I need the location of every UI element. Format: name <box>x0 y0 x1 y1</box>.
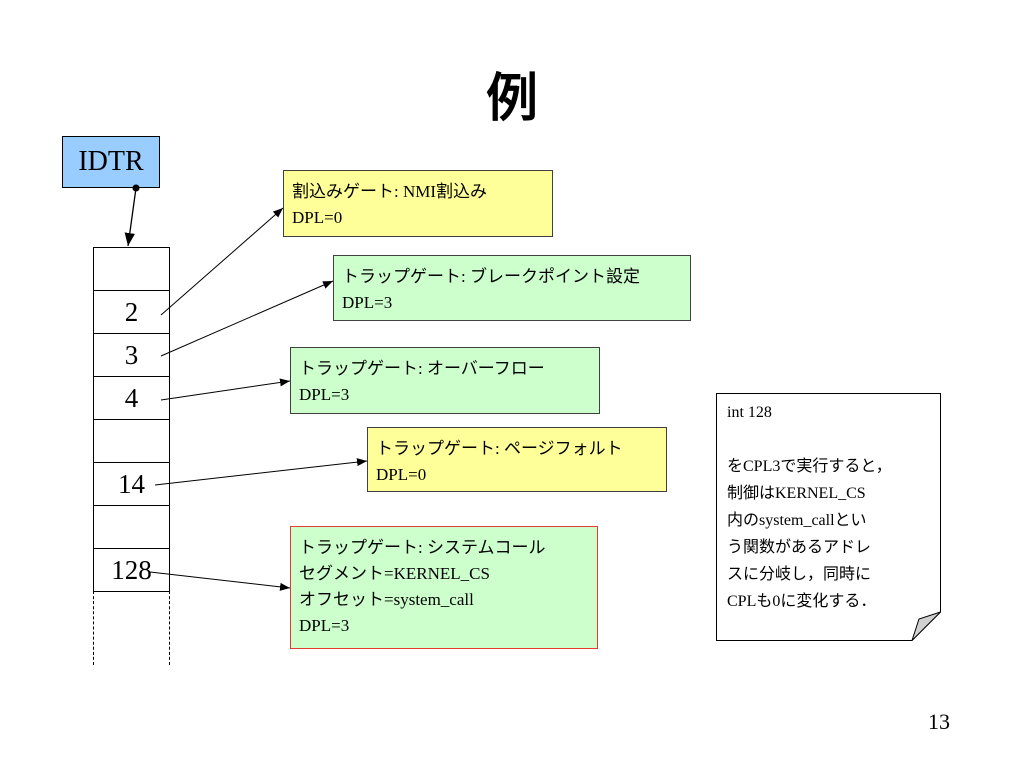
idt-table-continuation-right <box>169 591 170 665</box>
idt-entry-row: 128 <box>94 549 169 592</box>
idt-entry-row: 14 <box>94 463 169 506</box>
note-line: 内のsystem_callとい <box>727 512 867 529</box>
entry-3-to-breakpoint-gate-arrow <box>160 280 334 357</box>
gate-dpl-label: DPL=3 <box>299 616 350 635</box>
note-line: CPLも0に変化する． <box>727 593 877 610</box>
gate-type-label: トラップゲート: システムコール <box>299 538 546 557</box>
idt-entry-row <box>94 506 169 549</box>
idt-entry-row: 4 <box>94 377 169 420</box>
idtr-to-idt-arrow <box>124 187 137 247</box>
entry-2-to-nmi-gate-arrow <box>160 207 284 316</box>
idtr-register-box: IDTR <box>62 136 160 188</box>
gate-type-label: トラップゲート: ブレークポイント設定 <box>342 267 640 286</box>
explanation-note: int 128 をCPL3で実行すると， 制御はKERNEL_CS 内のsyst… <box>716 393 942 642</box>
entry-4-to-overflow-gate-arrow <box>160 378 291 401</box>
idt-entry-row <box>94 248 169 291</box>
note-line: をCPL3で実行すると， <box>727 458 892 475</box>
entry-14-to-page-fault-gate-arrow <box>154 458 368 486</box>
gate-dpl-label: DPL=0 <box>376 465 427 484</box>
gate-box-system-call: トラップゲート: システムコール セグメント=KERNEL_CS オフセット=s… <box>290 526 598 649</box>
gate-box-page-fault: トラップゲート: ページフォルト DPL=0 <box>367 427 667 492</box>
note-line: う関数があるアドレ <box>727 539 872 556</box>
gate-box-breakpoint: トラップゲート: ブレークポイント設定 DPL=3 <box>333 255 691 321</box>
note-folded-corner <box>911 611 941 641</box>
gate-box-overflow: トラップゲート: オーバーフロー DPL=3 <box>290 347 600 414</box>
gate-offset-label: オフセット=system_call <box>299 590 474 609</box>
idt-entry-row <box>94 420 169 463</box>
note-text: をCPL3で実行すると， 制御はKERNEL_CS 内のsystem_callと… <box>727 453 892 615</box>
note-shape <box>716 393 941 641</box>
idt-entry-row: 2 <box>94 291 169 334</box>
idt-table-continuation-left <box>93 591 94 665</box>
idt-entry-row: 3 <box>94 334 169 377</box>
gate-type-label: トラップゲート: オーバーフロー <box>299 359 545 378</box>
entry-128-to-system-call-gate-arrow <box>149 571 291 591</box>
gate-dpl-label: DPL=0 <box>292 208 343 227</box>
page-number: 13 <box>928 709 950 734</box>
note-line: スに分岐し，同時に <box>727 566 872 583</box>
gate-segment-label: セグメント=KERNEL_CS <box>299 564 490 583</box>
idt-table: 2 3 4 14 128 <box>93 247 170 592</box>
gate-box-nmi-interrupt: 割込みゲート: NMI割込み DPL=0 <box>283 170 553 237</box>
gate-dpl-label: DPL=3 <box>299 385 350 404</box>
note-heading: int 128 <box>727 404 772 421</box>
slide-title: 例 <box>485 71 538 128</box>
gate-type-label: 割込みゲート: NMI割込み <box>292 182 488 201</box>
gate-type-label: トラップゲート: ページフォルト <box>376 439 623 458</box>
note-line: 制御はKERNEL_CS <box>727 485 866 502</box>
gate-dpl-label: DPL=3 <box>342 293 393 312</box>
